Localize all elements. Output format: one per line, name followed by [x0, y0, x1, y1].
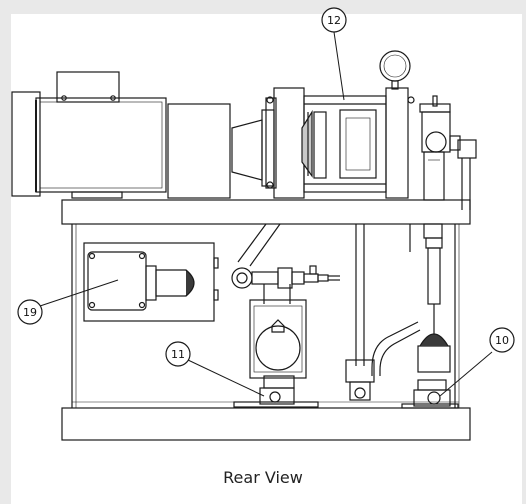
callout-11: 11 [165, 341, 265, 397]
callout-12: 12 [321, 7, 347, 101]
callout-10: 10 [439, 327, 515, 397]
callout-12-label: 12 [327, 14, 341, 27]
pressure-gauge-assembly [379, 50, 477, 210]
coupling-housing [265, 87, 415, 199]
callout-10-label: 10 [495, 334, 509, 347]
base-frame [61, 199, 471, 441]
view-caption: Rear View [223, 468, 303, 487]
motor [11, 71, 275, 199]
motor-end-bell [167, 103, 231, 199]
frame-bottom-plate [61, 407, 471, 441]
component-19-assembly [83, 242, 219, 322]
discharge-piping [345, 223, 459, 409]
suction-piping [231, 223, 340, 289]
callout-19-label: 19 [23, 306, 37, 319]
callout-19: 19 [17, 279, 119, 325]
callout-11-label: 11 [171, 348, 185, 361]
pressure-gauge [379, 50, 411, 82]
frame-top-plate [61, 199, 471, 225]
pump-assembly [233, 284, 319, 408]
